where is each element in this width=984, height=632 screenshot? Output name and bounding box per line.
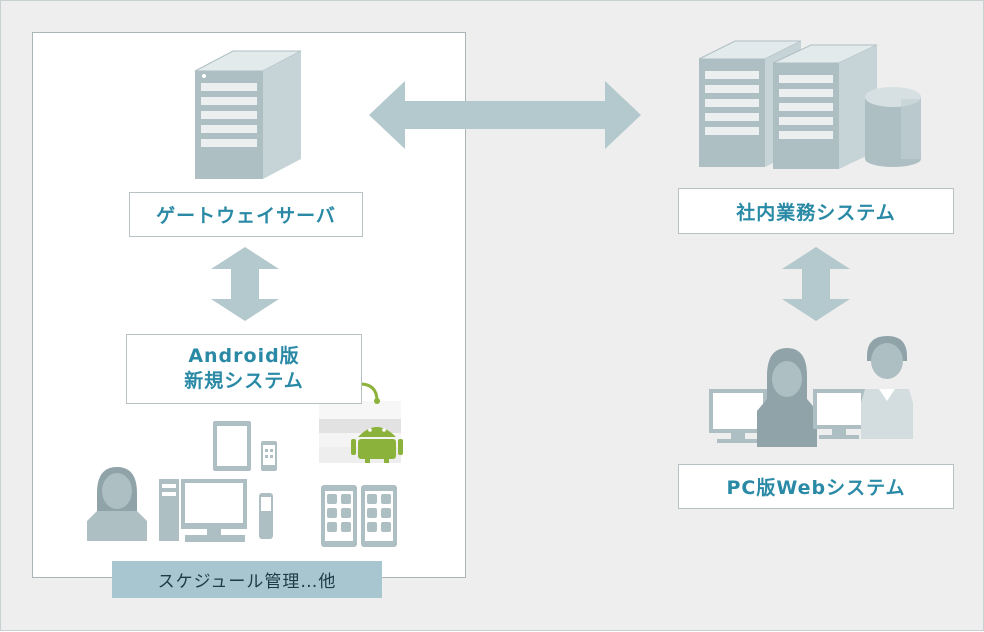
schedule-management-tag: スケジュール管理…他 bbox=[112, 561, 382, 598]
smartphone-icon bbox=[321, 485, 357, 547]
desktop-pc-icon bbox=[159, 479, 247, 542]
server-cluster-icon bbox=[698, 40, 878, 169]
tablet-icon bbox=[213, 421, 251, 471]
monitor-icon bbox=[813, 389, 865, 439]
person-icon bbox=[87, 467, 147, 541]
database-icon bbox=[865, 87, 921, 167]
internal-system-label: 社内業務システム bbox=[678, 188, 954, 234]
smartphone-icon bbox=[259, 493, 273, 539]
double-arrow-horizontal bbox=[369, 81, 641, 149]
double-arrow-vertical-left bbox=[211, 247, 279, 321]
pc-web-system-label: PC版Webシステム bbox=[678, 464, 954, 509]
android-label-line1: Android版 bbox=[188, 345, 300, 367]
double-arrow-vertical-right bbox=[782, 247, 850, 321]
person-icon bbox=[757, 348, 817, 447]
person-icon bbox=[861, 336, 913, 439]
android-market-icon bbox=[319, 382, 403, 463]
smartphone-icon bbox=[361, 485, 397, 547]
smartphone-icon bbox=[261, 441, 277, 471]
gateway-server-label: ゲートウェイサーバ bbox=[129, 192, 363, 237]
server-icon bbox=[194, 50, 302, 179]
android-label-line2: 新規システム bbox=[184, 370, 304, 392]
android-system-label: Android版 新規システム bbox=[126, 334, 362, 404]
